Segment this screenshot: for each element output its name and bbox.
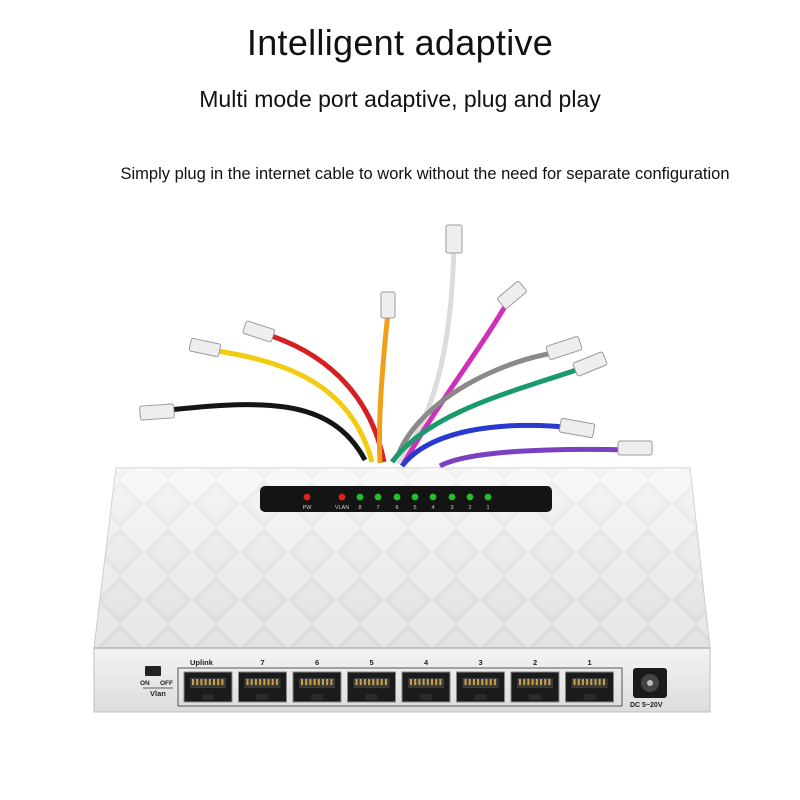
- rj45-plug-icon: [617, 440, 653, 456]
- led-indicator-icon: [448, 493, 456, 501]
- led-indicator-icon: [338, 493, 346, 501]
- led-label: 6: [395, 505, 398, 511]
- port-label: 6: [315, 658, 319, 667]
- ethernet-port-icon[interactable]: [347, 671, 396, 703]
- cable-gray: [395, 349, 561, 456]
- vlan-off-label: OFF: [160, 680, 173, 687]
- rj45-plug-icon: [572, 351, 608, 377]
- led-label: 4: [431, 505, 434, 511]
- led-indicator-icon: [429, 493, 437, 501]
- cable-blue: [400, 422, 576, 468]
- cable-purple: [438, 446, 631, 469]
- port-label: Uplink: [190, 658, 214, 667]
- body-text: Simply plug in the internet cable to wor…: [120, 165, 730, 183]
- power-rating-label: DC 5~20V: [630, 702, 663, 709]
- ethernet-port-icon[interactable]: [238, 671, 287, 703]
- led-indicator-icon: [393, 493, 401, 501]
- led-indicator-icon: [466, 493, 474, 501]
- port-label: 2: [533, 658, 537, 667]
- led-label: VLAN: [335, 505, 349, 511]
- ethernet-cables: [139, 224, 653, 469]
- led-label: 5: [413, 505, 416, 511]
- port-label: 7: [261, 658, 265, 667]
- led-indicator-icon: [484, 493, 492, 501]
- led-panel: [260, 486, 552, 512]
- led-indicator-icon: [411, 493, 419, 501]
- vlan-switch-label: Vlan: [150, 689, 166, 698]
- vlan-toggle: [145, 666, 161, 676]
- cable-yellow: [204, 346, 375, 463]
- cable-green: [389, 363, 589, 464]
- rj45-plug-icon: [380, 291, 396, 319]
- rj45-plug-icon: [558, 417, 596, 439]
- rj45-plug-icon: [242, 320, 276, 343]
- network-switch: PW VLAN 8 7 6 5 4 3 2 1 ON OFF Vlan Uplink 7 6 5 4 3 2 1…: [93, 467, 711, 713]
- ethernet-port-icon[interactable]: [292, 671, 342, 703]
- ethernet-port-icon[interactable]: [401, 671, 451, 703]
- led-indicator-icon: [374, 493, 382, 501]
- cable-orange: [376, 311, 391, 464]
- ethernet-port-icon[interactable]: [456, 671, 505, 703]
- cable-black: [149, 402, 368, 462]
- ethernet-port-icon[interactable]: [510, 671, 560, 703]
- led-label: PW: [303, 505, 313, 511]
- ethernet-port-icon[interactable]: [565, 671, 614, 703]
- vlan-on-label: ON: [140, 680, 150, 687]
- rj45-plug-icon: [497, 280, 527, 310]
- cable-magenta: [401, 296, 513, 465]
- rj45-plug-icon: [188, 337, 222, 358]
- port-label: 4: [424, 658, 429, 667]
- headline: Intelligent adaptive: [246, 22, 554, 63]
- port-label: 1: [588, 658, 592, 667]
- led-indicator-icon: [356, 493, 364, 501]
- ethernet-port-icon[interactable]: [183, 671, 233, 703]
- led-label: 3: [450, 505, 453, 511]
- led-label: 8: [358, 505, 361, 511]
- subheadline: Multi mode port adaptive, plug and play: [199, 86, 601, 112]
- rj45-plug-icon: [139, 403, 175, 421]
- port-label: 5: [370, 658, 374, 667]
- led-indicator-icon: [303, 493, 311, 501]
- led-label: 7: [376, 505, 379, 511]
- led-label: 1: [486, 505, 489, 511]
- led-label: 2: [468, 505, 471, 511]
- rj45-plug-icon: [445, 224, 463, 254]
- rj45-plug-icon: [545, 336, 583, 360]
- port-label: 3: [479, 658, 483, 667]
